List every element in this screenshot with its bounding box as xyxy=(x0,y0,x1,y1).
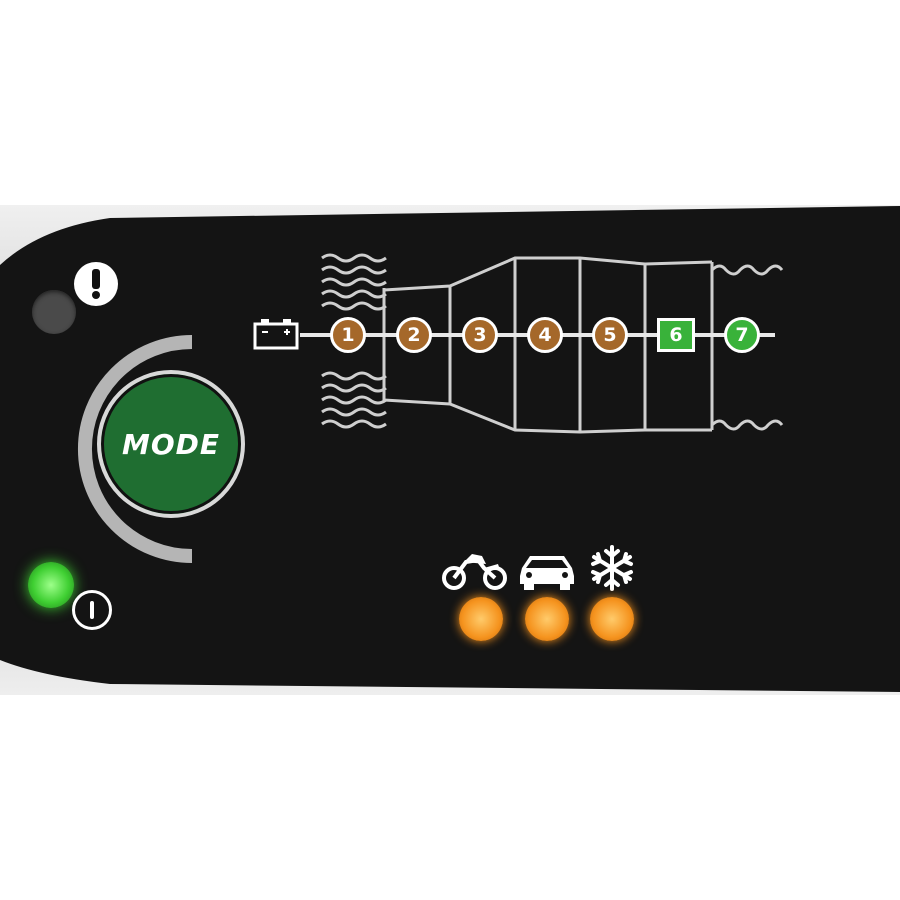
step-6: 6 xyxy=(657,318,695,352)
step-2: 2 xyxy=(396,317,432,353)
mode-button[interactable]: MODE xyxy=(97,370,245,518)
motorcycle-icon xyxy=(442,548,508,590)
error-led xyxy=(32,290,76,334)
power-icon xyxy=(72,590,112,630)
power-led xyxy=(28,562,74,608)
step-1: 1 xyxy=(330,317,366,353)
charging-curve xyxy=(321,253,784,434)
step-4: 4 xyxy=(527,317,563,353)
mode-arc xyxy=(78,335,193,563)
car-icon xyxy=(516,548,578,590)
snowflake-icon xyxy=(588,544,636,592)
exclamation-icon xyxy=(74,262,118,306)
car-mode-led xyxy=(525,597,569,641)
mode-button-label: MODE xyxy=(121,427,221,461)
step-5: 5 xyxy=(592,317,628,353)
motorcycle-mode-led xyxy=(459,597,503,641)
battery-icon xyxy=(253,318,299,350)
cold-mode-led xyxy=(590,597,634,641)
step-7: 7 xyxy=(724,317,760,353)
step-3: 3 xyxy=(462,317,498,353)
